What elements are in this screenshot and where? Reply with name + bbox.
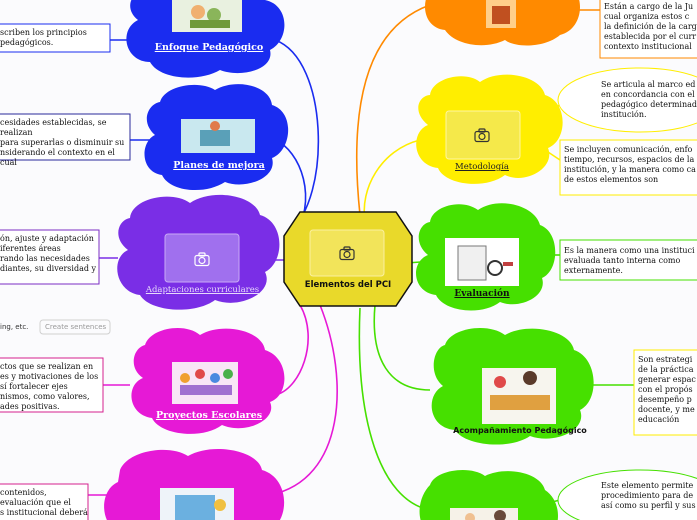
- image-icon: [200, 121, 230, 146]
- image-icon: [492, 6, 510, 24]
- title-enfoque-pedagogico[interactable]: Enfoque Pedagógico: [154, 42, 264, 53]
- note-evaluacion: Es la manera como una instituci evaluada…: [564, 246, 697, 276]
- note-line: de la práctica: [638, 365, 694, 374]
- note-line: rando las necesidades: [0, 254, 90, 263]
- note-line: en concordancia con el: [601, 90, 695, 99]
- note-line: tiempo, recursos, espacios de la: [564, 155, 695, 164]
- note-line: Son estrategi: [638, 355, 693, 364]
- note-line: así como su perfil y sus: [601, 501, 696, 510]
- note-line: contexto institucional: [604, 42, 692, 51]
- note-line: scriben los principios: [0, 28, 87, 37]
- note-line: educación: [638, 415, 680, 424]
- cloud-enfoque-pedagogico[interactable]: [126, 0, 285, 78]
- note-line: es y motivaciones de los: [0, 372, 99, 381]
- note-line: pedagógicos.: [0, 38, 54, 47]
- note-line: ades positivas.: [0, 402, 60, 411]
- image-icon: [457, 245, 513, 281]
- title-planes-de-mejora[interactable]: Planes de mejora: [173, 160, 265, 171]
- note-line: s institucional deberá: [0, 508, 88, 517]
- note-line: de estos elementos son: [564, 175, 659, 184]
- note-metodologia-1: Se articula al marco ed en concordancia …: [601, 80, 697, 120]
- note-line: desempeño p: [638, 395, 692, 404]
- create-sentences-label[interactable]: Create sentences: [45, 323, 107, 331]
- note-line: Se incluyen comunicación, enfo: [564, 145, 693, 154]
- note-line: con el propós: [638, 385, 693, 394]
- note-line: nsiderando el contexto en el cual: [0, 148, 115, 167]
- note-line: cual organiza estos c: [604, 12, 690, 21]
- note-enfoque-pedagogico: scriben los principios pedagógicos.: [0, 28, 110, 48]
- note-planes-de-mejora: cesidades establecidas, se realizan para…: [0, 118, 130, 168]
- floating-text: ing, etc.: [0, 323, 29, 331]
- note-line: institución.: [601, 110, 647, 119]
- note-line: Se articula al marco ed: [601, 80, 696, 89]
- title-evaluacion[interactable]: Evaluación: [454, 289, 510, 299]
- note-top-right: Están a cargo de la Ju cual organiza est…: [604, 2, 697, 52]
- image-icon: [190, 5, 230, 28]
- note-ellipse-metodologia: [557, 67, 697, 133]
- note-line: contenidos,: [0, 488, 47, 497]
- note-line: cesidades establecidas, se realizan: [0, 118, 107, 137]
- note-box-planes: [0, 113, 131, 161]
- central-title[interactable]: Elementos del PCI: [304, 280, 392, 290]
- note-line: establecida por el curr: [604, 32, 697, 41]
- cloud-proyectos-escolares[interactable]: [131, 327, 285, 434]
- title-acompanamiento-pedagogico[interactable]: Acompañamiento Pedagógico: [453, 426, 587, 435]
- note-line: procedimiento para de: [601, 491, 694, 500]
- note-box-proyectos: [0, 357, 104, 413]
- cloud-bottom-right[interactable]: [419, 470, 558, 520]
- note-adaptaciones-curriculares: ón, ajuste y adaptación iferentes áreas …: [0, 234, 98, 274]
- note-line: ctos que se realizan en: [0, 362, 94, 371]
- note-line: externamente.: [564, 266, 623, 275]
- note-line: la definición de la carg: [604, 22, 697, 31]
- image-icon: [180, 369, 233, 395]
- title-metodologia[interactable]: Metodología: [455, 162, 509, 172]
- image-icon: [490, 371, 550, 410]
- note-line: Es la manera como una instituci: [564, 246, 695, 255]
- note-box-acompanamiento: [633, 349, 697, 436]
- note-line: Este elemento permite: [601, 481, 694, 490]
- note-box-bottom-left: [0, 483, 89, 520]
- note-line: ón, ajuste y adaptación: [0, 234, 94, 243]
- note-line: Están a cargo de la Ju: [604, 2, 694, 11]
- cloud-metodologia[interactable]: [416, 74, 563, 184]
- image-icon: [465, 510, 506, 520]
- image-icon: [175, 495, 226, 520]
- note-bottom-left: contenidos, evaluación que el s instituc…: [0, 488, 88, 518]
- note-line: nismos, como valores,: [0, 392, 90, 401]
- note-line: diantes, su diversidad y: [0, 264, 97, 273]
- note-line: pedagógico determinad: [601, 100, 697, 109]
- note-line: evaluación que el: [0, 498, 71, 507]
- note-metodologia-2: Se incluyen comunicación, enfo tiempo, r…: [564, 145, 697, 185]
- note-acompanamiento: Son estrategi de la práctica generar esp…: [638, 355, 697, 425]
- note-line: iferentes áreas: [0, 244, 61, 253]
- note-proyectos-escolares: ctos que se realizan en es y motivacione…: [0, 362, 102, 412]
- note-box-evaluacion: [559, 239, 697, 281]
- note-box-metodologia: [559, 139, 697, 196]
- note-line: sí fortalecer ejes: [0, 382, 68, 391]
- create-sentences-bubble[interactable]: [39, 319, 111, 335]
- note-line: para superarlas o disminuir su: [0, 138, 125, 147]
- note-ellipse-bottom-right: [557, 469, 697, 520]
- note-bottom-right: Este elemento permite procedimiento para…: [601, 481, 697, 511]
- note-line: generar espac: [638, 375, 696, 384]
- title-adaptaciones-curriculares[interactable]: Adaptaciones curriculares: [145, 285, 260, 295]
- note-line: evaluada tanto interna como: [564, 256, 681, 265]
- note-box-enfoque: [0, 23, 111, 53]
- note-box-top-right: [599, 0, 697, 59]
- note-box-adaptaciones: [0, 229, 100, 285]
- note-line: institución, y la manera como ca: [564, 165, 696, 174]
- title-proyectos-escolares[interactable]: Proyectos Escolares: [155, 410, 263, 421]
- note-line: docente, y me: [638, 405, 695, 414]
